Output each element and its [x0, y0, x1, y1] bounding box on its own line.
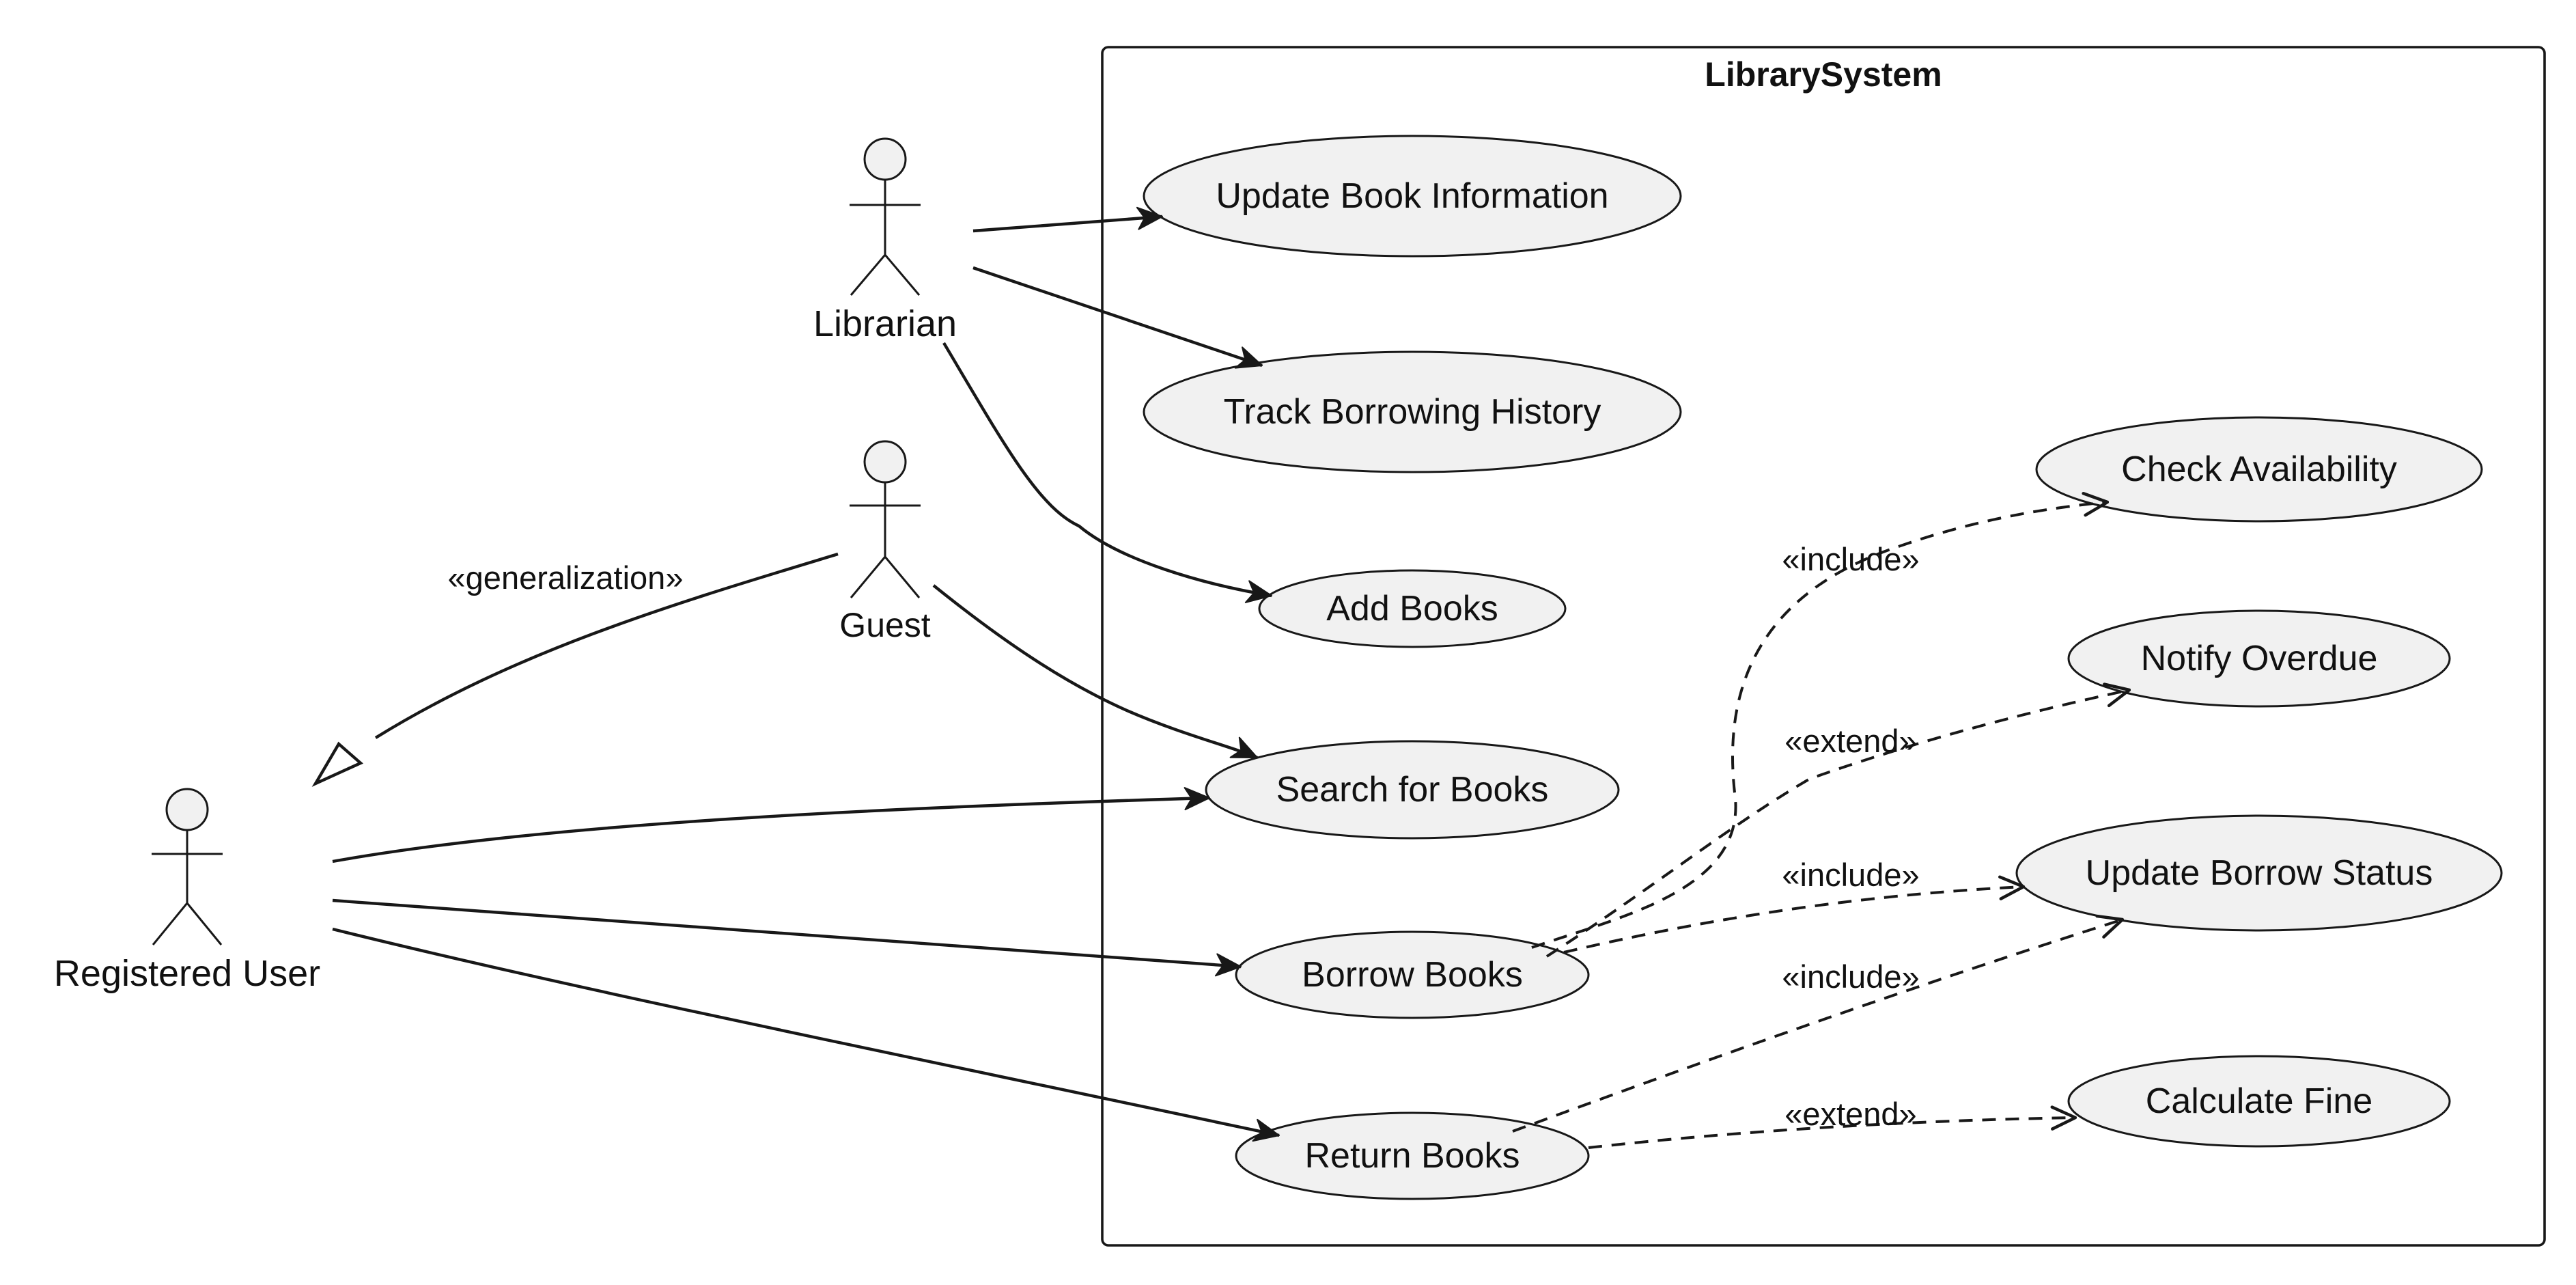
- use-case-ellipse: [2067, 1055, 2451, 1148]
- system-boundary: [1101, 46, 2546, 1247]
- librarian-head-icon: [863, 137, 907, 181]
- use-case-ellipse: [1258, 569, 1567, 648]
- extend-return-calculate-fine: [1588, 1118, 2075, 1149]
- use-case-track-borrowing-history: Track Borrowing History: [1143, 350, 1682, 473]
- use-case-ellipse: [2067, 609, 2451, 708]
- generalization-triangle-icon: [311, 741, 364, 787]
- use-case-calculate-fine: Calculate Fine: [2067, 1055, 2451, 1148]
- use-case-label: Add Books: [1326, 589, 1498, 628]
- assoc-librarian-add-books: [942, 342, 1272, 603]
- use-case-check-availability: Check Availability: [2035, 416, 2483, 523]
- include-borrow-update-status: [1563, 887, 2024, 954]
- relation-label-include: «include»: [1782, 958, 1919, 995]
- use-case-label: Update Book Information: [1216, 176, 1608, 216]
- registered-user-head-icon: [165, 788, 209, 831]
- librarian-right-leg: [884, 254, 921, 296]
- librarian-left-leg: [850, 254, 886, 296]
- use-case-ellipse: [2015, 814, 2503, 932]
- use-case-notify-overdue: Notify Overdue: [2067, 609, 2451, 708]
- assoc-guest-search-for-books: [932, 584, 1258, 760]
- relation-label-include: «include»: [1782, 541, 1919, 577]
- registered-user-right-leg: [186, 902, 223, 945]
- guest-left-leg: [850, 556, 886, 598]
- use-case-label: Notify Overdue: [2141, 639, 2378, 678]
- assoc-librarian-update-book-information: [972, 206, 1163, 233]
- guest-head-icon: [863, 440, 907, 484]
- use-case-borrow-books: Borrow Books: [1235, 930, 1590, 1019]
- use-case-ellipse: [1143, 350, 1682, 473]
- include-return-update-status: [1512, 920, 2123, 1133]
- include-borrow-check-availability: [1531, 502, 2108, 949]
- use-case-label: Return Books: [1304, 1136, 1520, 1176]
- generalization-line: [374, 552, 839, 739]
- use-case-search-for-books: Search for Books: [1205, 740, 1620, 840]
- use-case-add-books: Add Books: [1258, 569, 1567, 648]
- use-case-label: Calculate Fine: [2146, 1081, 2372, 1121]
- relation-label-generalization: «generalization»: [448, 559, 684, 596]
- actor-label-guest: Guest: [839, 606, 931, 644]
- relation-label-include: «include»: [1782, 857, 1919, 893]
- use-case-ellipse: [1143, 135, 1682, 258]
- assoc-registered-user-return-books: [332, 927, 1280, 1142]
- use-case-label: Track Borrowing History: [1224, 392, 1601, 432]
- assoc-registered-user-borrow-books: [332, 898, 1242, 977]
- use-case-return-books: Return Books: [1235, 1111, 1590, 1200]
- use-case-label: Check Availability: [2121, 450, 2397, 489]
- use-case-label: Borrow Books: [1302, 955, 1523, 995]
- use-case-update-book-information: Update Book Information: [1143, 135, 1682, 258]
- use-case-ellipse: [2035, 416, 2483, 523]
- actor-label-registered-user: Registered User: [54, 953, 320, 994]
- use-case-label: Search for Books: [1276, 770, 1549, 810]
- assoc-registered-user-search-for-books: [332, 787, 1210, 863]
- registered-user-left-leg: [152, 902, 188, 945]
- actor-registered-user: Registered User: [54, 788, 320, 994]
- use-case-update-borrow-status: Update Borrow Status: [2015, 814, 2503, 932]
- use-case-ellipse: [1235, 1111, 1590, 1200]
- assoc-librarian-track-borrowing-history: [972, 266, 1263, 369]
- actor-librarian: Librarian: [813, 137, 957, 344]
- guest-right-leg: [884, 556, 921, 598]
- actor-guest: Guest: [839, 440, 931, 644]
- use-case-label: Update Borrow Status: [2086, 853, 2433, 893]
- system-title: LibrarySystem: [1705, 55, 1942, 94]
- relation-label-extend: «extend»: [1784, 1096, 1916, 1132]
- relation-label-extend: «extend»: [1784, 723, 1916, 759]
- actor-label-librarian: Librarian: [813, 303, 957, 344]
